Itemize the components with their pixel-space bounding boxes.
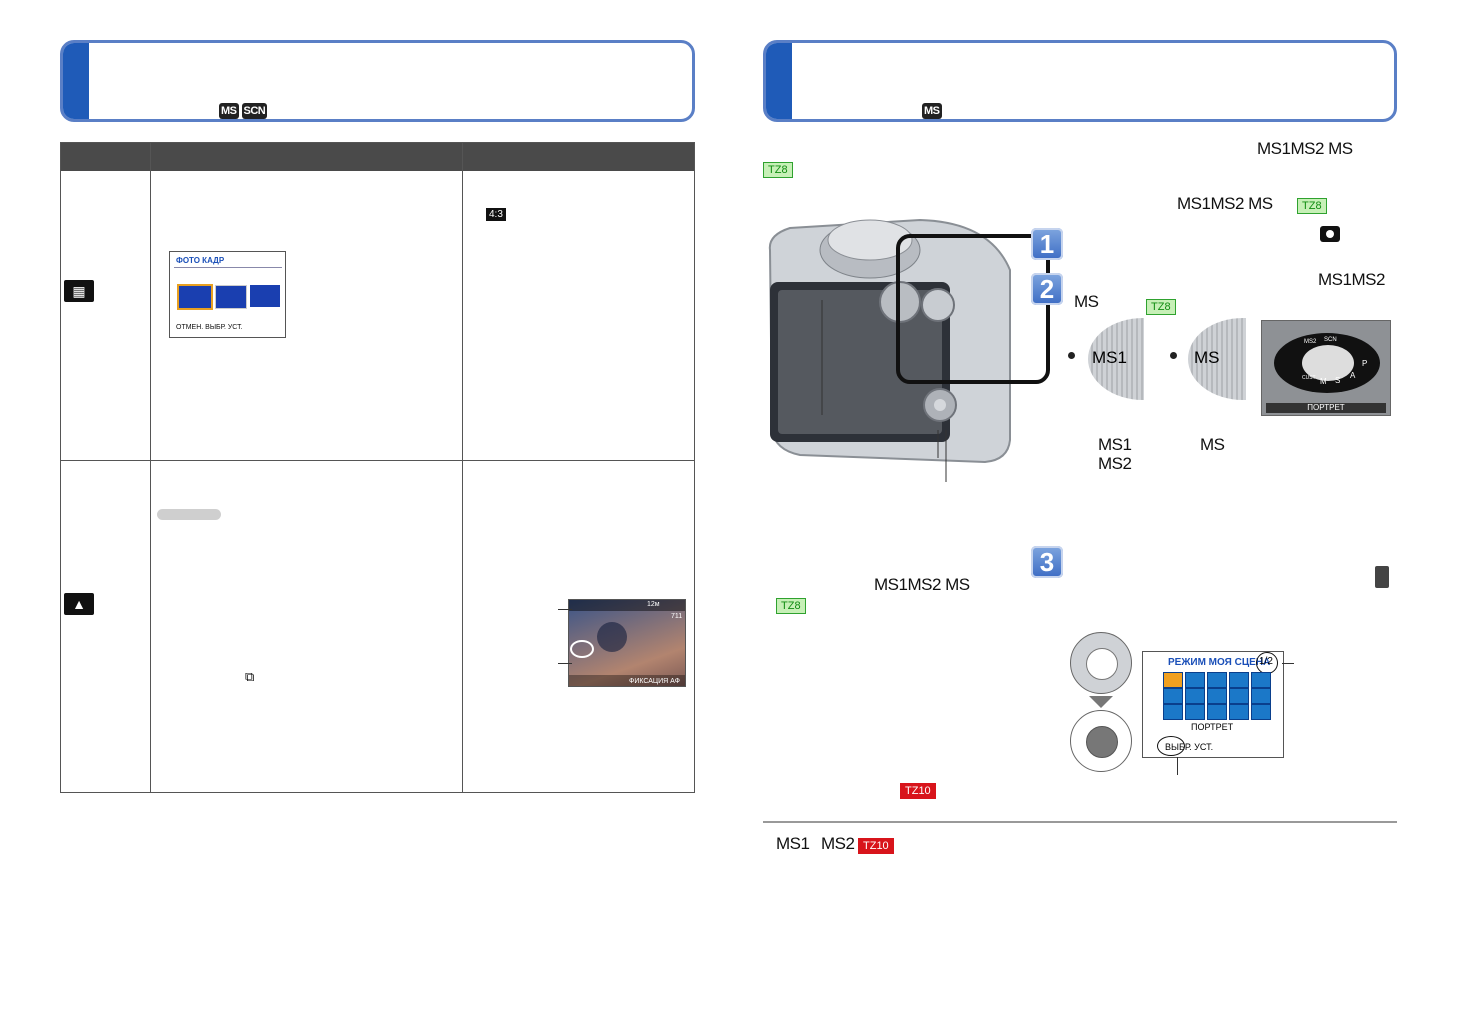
step2-modes: MS1MS2 bbox=[1318, 270, 1385, 289]
burst-icon: ⧉ bbox=[245, 669, 255, 684]
note-tz8-tag: TZ8 bbox=[776, 596, 806, 614]
intro-tz8-tag-2: TZ8 bbox=[1297, 196, 1327, 214]
scene-cell bbox=[1163, 672, 1183, 688]
scene-cell bbox=[1229, 688, 1249, 704]
scene-cell bbox=[1251, 672, 1271, 688]
note-pill bbox=[157, 509, 221, 520]
step2-tz8-tag: TZ8 bbox=[1146, 297, 1176, 315]
bottom-ms1: MS1 bbox=[776, 834, 810, 853]
intro-modes: MS1MS2 MS bbox=[1257, 139, 1353, 158]
dial-ms: MS bbox=[1170, 318, 1246, 400]
header-mode-icon: MS bbox=[922, 101, 945, 119]
dial-ms-label: MS bbox=[1194, 348, 1220, 367]
intro-modes-2: MS1MS2 MS bbox=[1177, 194, 1273, 213]
scene-cell bbox=[1185, 672, 1205, 688]
step2-ms: MS bbox=[1074, 292, 1099, 311]
aspect-badge: 4:3 bbox=[486, 204, 506, 222]
scene-cell bbox=[1207, 672, 1227, 688]
af-footer: ФИКСАЦИЯ АФ bbox=[629, 678, 680, 685]
scene-cell bbox=[1229, 704, 1249, 720]
scene-cell bbox=[1163, 688, 1183, 704]
scene-table: ▦ 4:3 ФОТО КАДР ОТМЕН. ВЫБР. УСТ. ▲ ⧉ 12… bbox=[60, 142, 695, 793]
mode-dial-footer: ПОРТРЕТ bbox=[1266, 403, 1386, 413]
af-counter: 711 bbox=[671, 613, 683, 620]
photo-frame-screen: ФОТО КАДР ОТМЕН. ВЫБР. УСТ. bbox=[169, 251, 286, 338]
ms-mode-icon: MS bbox=[922, 103, 942, 119]
scene-cell bbox=[1207, 704, 1227, 720]
dial-ms1: MS1 bbox=[1068, 318, 1144, 400]
scene-cell bbox=[1229, 672, 1249, 688]
right-page-header: MS bbox=[763, 40, 1397, 122]
scn-mode-icon: SCN bbox=[241, 103, 268, 119]
scene-cell bbox=[1185, 688, 1205, 704]
note-modes: MS1MS2 MS bbox=[874, 575, 970, 594]
my-scene-menu-screen: РЕЖИМ МОЯ СЦЕНА 1/2 ПОРТРЕТ ВЫБР. УСТ. bbox=[1142, 651, 1284, 758]
af-lock-screen: 12м 711 ФИКСАЦИЯ АФ bbox=[568, 599, 686, 687]
scene-cell bbox=[1251, 704, 1271, 720]
af-size: 12м bbox=[647, 601, 660, 608]
camera-mode-icon bbox=[1320, 226, 1340, 242]
step-3-number: 3 bbox=[1031, 546, 1063, 578]
menu-selected: ПОРТРЕТ bbox=[1191, 722, 1234, 732]
frame-screen-footer: ОТМЕН. ВЫБР. УСТ. bbox=[176, 324, 243, 331]
frame-screen-title: ФОТО КАДР bbox=[176, 256, 225, 265]
header-tab bbox=[766, 43, 792, 119]
scene-cell bbox=[1163, 704, 1183, 720]
dial-ms1-label: MS1 bbox=[1092, 348, 1127, 367]
down-arrow-icon bbox=[1089, 696, 1113, 708]
scene-cell bbox=[1185, 704, 1205, 720]
table-header bbox=[61, 143, 694, 171]
scene-cell bbox=[1251, 688, 1271, 704]
menu-title: РЕЖИМ МОЯ СЦЕНА bbox=[1168, 657, 1271, 668]
section-divider bbox=[763, 821, 1397, 823]
mode-dial-screen: MS2 SCN P A S M CUST ПОРТРЕТ bbox=[1261, 320, 1391, 416]
dpad-top bbox=[1070, 632, 1132, 694]
note-tz10-tag: TZ10 bbox=[900, 781, 936, 799]
header-tab bbox=[63, 43, 89, 119]
dpad-bottom bbox=[1070, 710, 1132, 772]
photo-frame-mode-icon: ▦ bbox=[64, 280, 94, 302]
menu-footer: ВЫБР. УСТ. bbox=[1165, 742, 1214, 752]
camera-illustration bbox=[768, 218, 1050, 482]
bottom-tz10-tag: TZ10 bbox=[858, 836, 894, 854]
underwater-mode-icon: ▲ bbox=[64, 593, 94, 615]
dial-caption-left: MS1 MS2 bbox=[1098, 435, 1132, 473]
scn-small-icon bbox=[1375, 566, 1389, 588]
step-2-number: 2 bbox=[1031, 273, 1063, 305]
step-1-number: 1 bbox=[1031, 228, 1063, 260]
dial-caption-right: MS bbox=[1200, 435, 1225, 454]
scene-cell bbox=[1207, 688, 1227, 704]
ms-mode-icon: MS bbox=[219, 103, 239, 119]
bottom-ms2: MS2 bbox=[821, 834, 855, 853]
intro-tz8-tag: TZ8 bbox=[763, 160, 793, 178]
